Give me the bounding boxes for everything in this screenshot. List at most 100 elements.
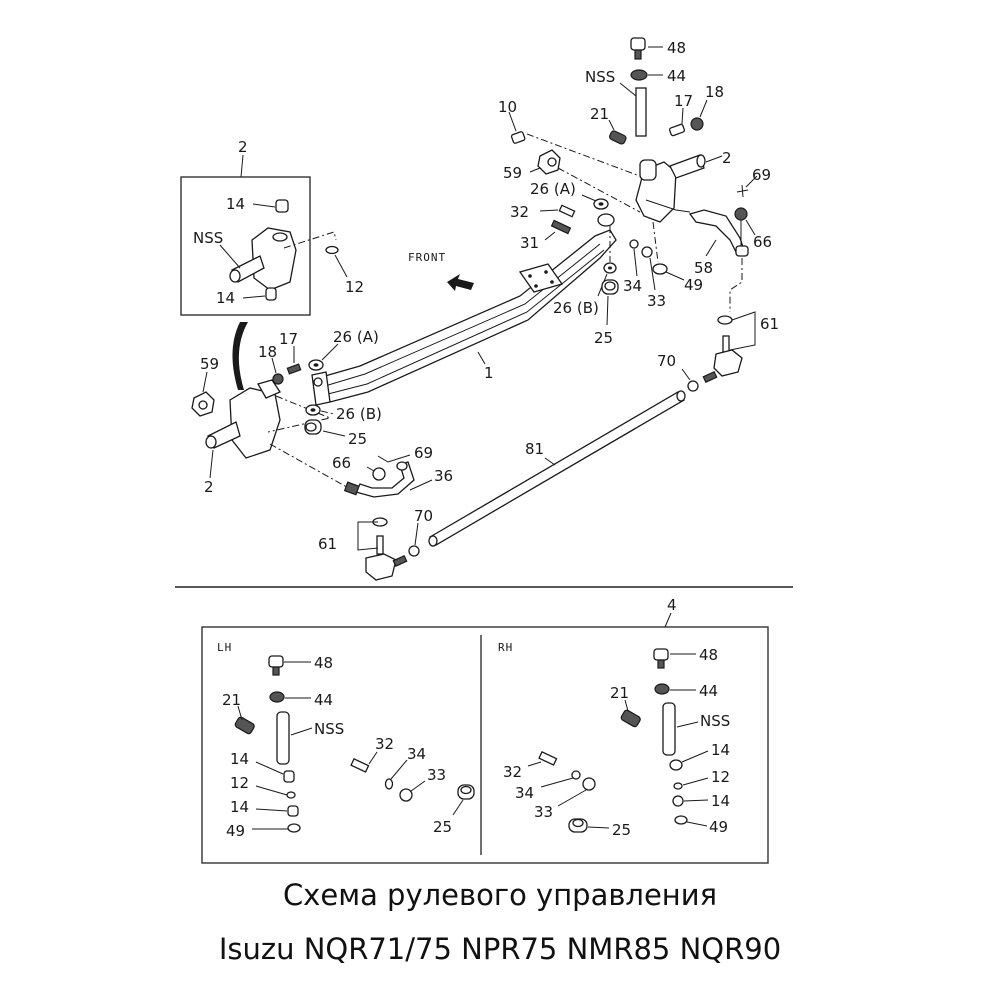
kit-lh-panel: LH 48 44 21 NSS 14 12 14 49 32 34 (217, 641, 475, 840)
kit-rh-49: 49 (709, 818, 728, 836)
callout-2-inset: 2 (238, 138, 248, 156)
kit-lh-14-bottom: 14 (230, 798, 249, 816)
grease-21-part (609, 130, 627, 145)
kit-lh-34: 34 (407, 745, 426, 763)
callout-1: 1 (484, 364, 494, 382)
kit-lh-21: 21 (222, 691, 241, 709)
callout-66-right: 66 (753, 233, 772, 251)
tie-rod-81 (428, 390, 686, 547)
callout-14-top: 14 (226, 195, 245, 213)
washer-34-part (629, 239, 639, 249)
knuckle-inset: 2 14 NSS 14 12 (180, 138, 364, 316)
bearing-25-left-part (304, 419, 322, 435)
o-ring-part (325, 245, 339, 255)
axle-eye-right (597, 213, 615, 227)
callout-49: 49 (684, 276, 703, 294)
kit-rh-14-top: 14 (711, 741, 730, 759)
callout-21: 21 (590, 105, 609, 123)
pin-32-part (558, 204, 576, 218)
kit-rh-panel: RH 48 44 21 NSS 14 12 14 49 32 34 (498, 641, 730, 839)
callout-2-left: 2 (204, 478, 214, 496)
steering-arm-36 (343, 461, 415, 498)
callout-4: 4 (667, 596, 677, 614)
caption-models: Isuzu NQR71/75 NPR75 NMR85 NQR90 (218, 932, 782, 966)
callout-17-left: 17 (279, 330, 298, 348)
kit-rh-label: RH (498, 641, 513, 654)
callout-31: 31 (520, 234, 539, 252)
nut-18-left-part (272, 373, 284, 385)
bushing-top-part (275, 199, 289, 213)
callout-nss-inset: NSS (193, 229, 223, 247)
callout-26b-right: 26 (B) (553, 299, 599, 317)
nut-33-part (641, 246, 653, 258)
nut-66-right-part (734, 207, 748, 221)
cotter-69-left-part (377, 454, 411, 463)
kit-rh-33: 33 (534, 803, 553, 821)
callout-10: 10 (498, 98, 517, 116)
callout-61-left: 61 (318, 535, 337, 553)
kit-rh-34: 34 (515, 784, 534, 802)
front-arrow-icon (447, 274, 474, 291)
front-indicator: FRONT (408, 251, 474, 291)
nut-70-right-part (687, 380, 699, 392)
king-pin-nss-part (635, 87, 647, 137)
callout-32: 32 (510, 203, 529, 221)
callout-25-left: 25 (348, 430, 367, 448)
callout-33: 33 (647, 292, 666, 310)
left-knuckle-assembly (205, 379, 281, 459)
kit-rh-44: 44 (699, 682, 718, 700)
callout-34: 34 (623, 277, 642, 295)
callout-81: 81 (525, 440, 544, 458)
callout-26a-left: 26 (A) (333, 328, 379, 346)
kit-rh-25: 25 (612, 821, 631, 839)
cotter-69-right-part (736, 184, 749, 198)
kit-lh-33: 33 (427, 766, 446, 784)
nut-66-left-part (372, 467, 386, 481)
callout-nss-right: NSS (585, 68, 615, 86)
kit-rh-nss: NSS (700, 712, 730, 730)
right-knuckle-assembly (635, 154, 706, 223)
kit-lh-25: 25 (433, 818, 452, 836)
callout-69-left: 69 (414, 444, 433, 462)
callout-17-right: 17 (674, 92, 693, 110)
callout-25-right: 25 (594, 329, 613, 347)
kit-lh-32: 32 (375, 735, 394, 753)
spring-pad (518, 263, 564, 293)
callout-26a-right: 26 (A) (530, 180, 576, 198)
kit-lh-14-top: 14 (230, 750, 249, 768)
callout-59-right: 59 (503, 164, 522, 182)
kit-lh-label: LH (217, 641, 232, 654)
nut-70-left-part (408, 545, 420, 557)
callout-66-left: 66 (332, 454, 351, 472)
callout-26b-left: 26 (B) (336, 405, 382, 423)
callout-70-right: 70 (657, 352, 676, 370)
kit-lh-49: 49 (226, 822, 245, 840)
kit-lh-12: 12 (230, 774, 249, 792)
nut-18-right-part (690, 117, 704, 131)
plug-59-right-part (537, 149, 561, 175)
pin-31-part (550, 219, 572, 235)
callout-70-left: 70 (414, 507, 433, 525)
callout-12: 12 (345, 278, 364, 296)
inset-pointer-arc (232, 322, 248, 390)
caption-title: Схема рулевого управления (282, 878, 718, 912)
callout-58: 58 (694, 259, 713, 277)
repair-kit-box: 4 (201, 596, 769, 864)
callout-69-right: 69 (752, 166, 771, 184)
callout-18-right: 18 (705, 83, 724, 101)
callout-44: 44 (667, 67, 686, 85)
kit-rh-12: 12 (711, 768, 730, 786)
callout-61-right: 61 (760, 315, 779, 333)
bearing-25-right-part (601, 279, 619, 295)
kit-rh-32: 32 (503, 763, 522, 781)
bushing-bottom-part (265, 287, 277, 301)
callout-18-left: 18 (258, 343, 277, 361)
plug-59-left (191, 391, 215, 417)
callout-59-left: 59 (200, 355, 219, 373)
front-axle-beam (311, 229, 617, 406)
kit-frame (201, 626, 769, 864)
front-label: FRONT (408, 251, 446, 264)
steering-arm-58 (688, 209, 749, 257)
nut-44-part (630, 69, 648, 81)
